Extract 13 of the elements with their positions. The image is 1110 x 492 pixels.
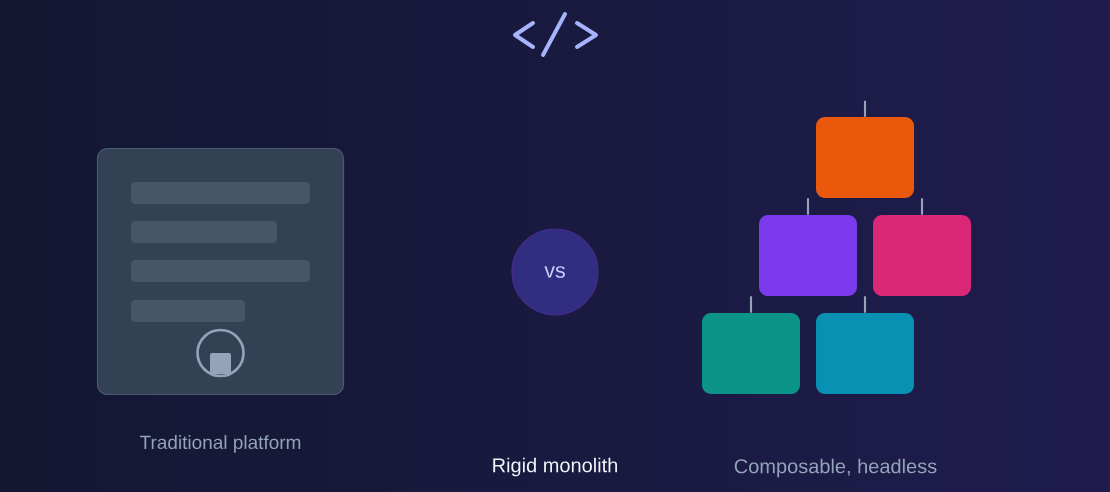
caption-text: Traditional platform — [139, 435, 301, 453]
connector-line — [749, 296, 753, 313]
connector-line — [806, 198, 810, 215]
caption-text: Composable, headless — [734, 458, 937, 478]
module-block — [816, 313, 914, 394]
caption-text: Rigid monolith — [493, 457, 618, 477]
connector-line — [863, 100, 867, 117]
module-block — [873, 215, 971, 296]
connector-line — [863, 296, 867, 313]
module-block — [702, 313, 800, 394]
connector-line — [920, 198, 924, 215]
module-block — [816, 117, 914, 198]
module-block — [759, 215, 857, 296]
